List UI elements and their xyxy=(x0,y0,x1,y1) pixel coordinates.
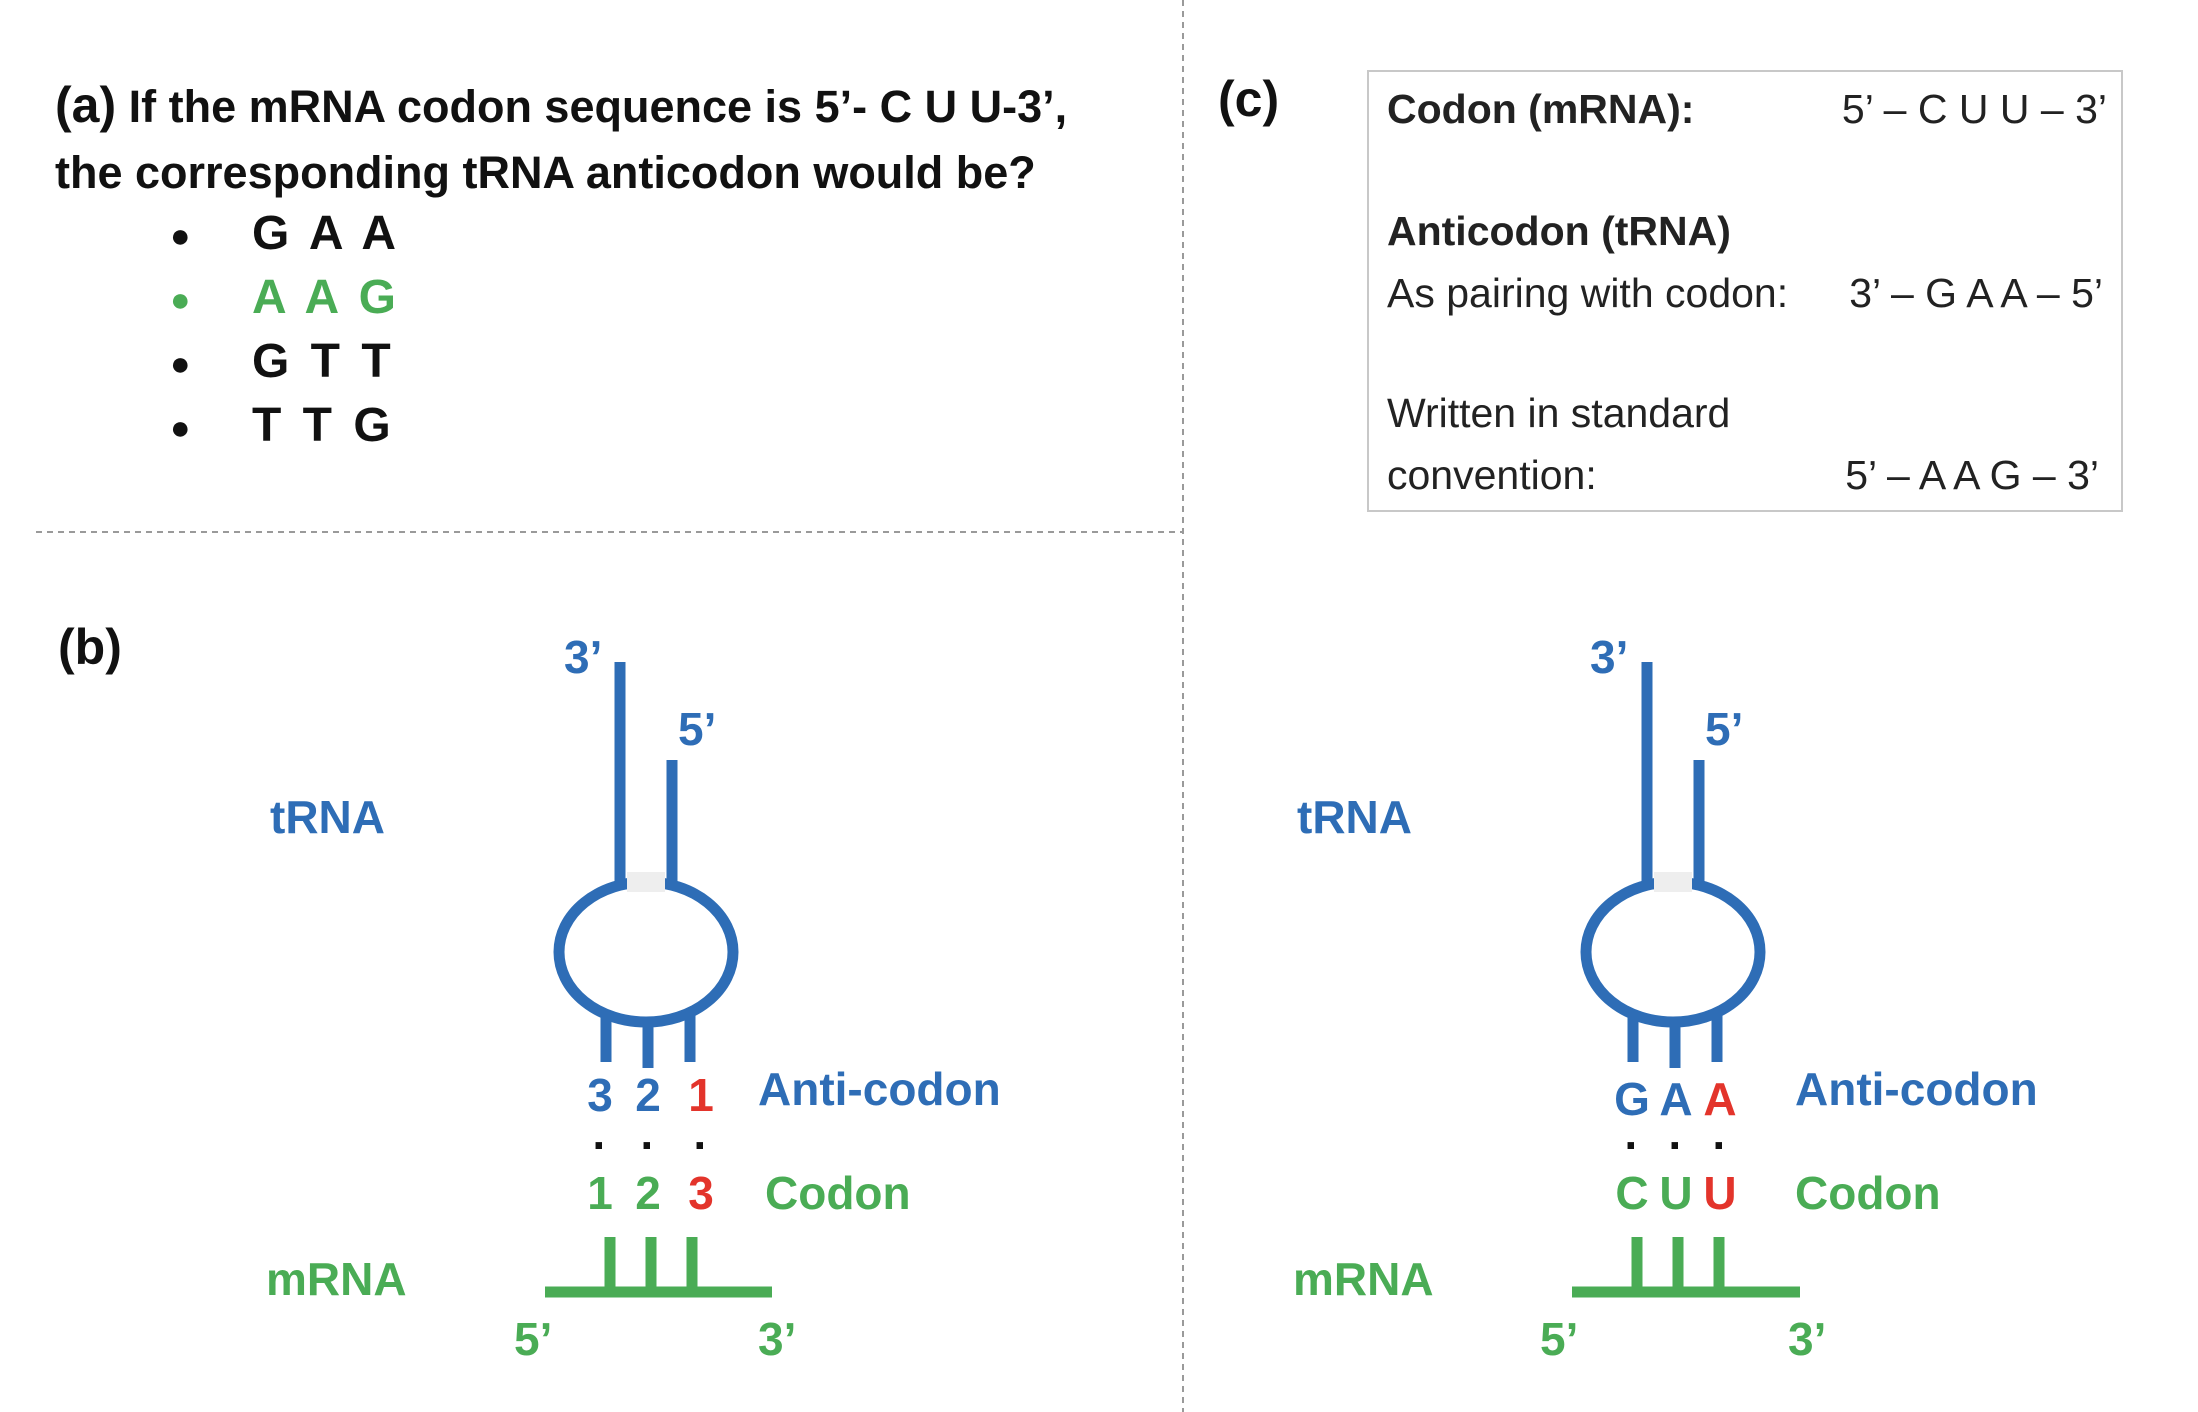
bullet-icon: ● xyxy=(170,408,195,447)
question-line-1: If the mRNA codon sequence is 5’- C U U-… xyxy=(128,81,1068,132)
trna-label-left: tRNA xyxy=(270,791,385,843)
option-text: G A A xyxy=(252,207,400,260)
pairing-label: As pairing with codon: xyxy=(1387,270,1789,316)
pairing-dot: · xyxy=(1668,1119,1684,1171)
anticodon-label-right: Anti-codon xyxy=(1795,1063,2038,1115)
trna-3prime-left: 3’ xyxy=(564,631,603,683)
panel-b-label: (b) xyxy=(58,619,122,675)
anticodon-base-1: G xyxy=(1614,1073,1650,1125)
pairing-dot: · xyxy=(693,1119,709,1171)
option-1: ● G A A xyxy=(170,206,400,261)
option-text: T T G xyxy=(252,399,395,452)
trna-5prime-left: 5’ xyxy=(678,703,717,755)
panel-c-label: (c) xyxy=(1218,71,1280,127)
standard-label-line-1: Written in standard xyxy=(1387,390,1731,436)
bullet-icon: ● xyxy=(170,280,195,319)
anticodon-heading: Anticodon (tRNA) xyxy=(1387,208,1731,254)
codon-label-left: Codon xyxy=(765,1167,911,1219)
codon-base-2: U xyxy=(1659,1167,1693,1219)
mrna-strand-left xyxy=(545,1237,772,1298)
mrna-5prime-right: 5’ xyxy=(1540,1313,1579,1365)
anticodon-label-left: Anti-codon xyxy=(758,1063,1001,1115)
codon-label-right: Codon xyxy=(1795,1167,1941,1219)
mrna-3prime-left: 3’ xyxy=(758,1313,797,1365)
anticodon-base-2: 2 xyxy=(635,1069,661,1121)
trna-gap-left xyxy=(627,872,665,892)
option-text: A A G xyxy=(252,271,400,324)
anticodon-base-1: 3 xyxy=(587,1069,613,1121)
question-line-2: the corresponding tRNA anticodon would b… xyxy=(55,147,1036,198)
codon-heading: Codon (mRNA): xyxy=(1387,86,1695,132)
option-4: ● T T G xyxy=(170,398,395,453)
mrna-label-right: mRNA xyxy=(1293,1253,1434,1305)
trna-label-right: tRNA xyxy=(1297,791,1412,843)
option-3: ● G T T xyxy=(170,334,395,389)
codon-value: 5’ – C U U – 3’ xyxy=(1841,86,2107,132)
standard-value: 5’ – A A G – 3’ xyxy=(1845,452,2099,498)
codon-base-2: 2 xyxy=(635,1167,661,1219)
pairing-dot: · xyxy=(640,1119,656,1171)
pairing-value: 3’ – G A A – 5’ xyxy=(1849,270,2103,316)
codon-base-1: 1 xyxy=(587,1167,613,1219)
option-2-correct: ● A A G xyxy=(170,270,400,325)
summary-box: Codon (mRNA): 5’ – C U U – 3’ Anticodon … xyxy=(1367,70,2123,512)
anticodon-base-2: A xyxy=(1659,1073,1693,1125)
codon-base-3: U xyxy=(1703,1167,1737,1219)
pairing-dot: · xyxy=(592,1119,608,1171)
panel-a-label: (a) xyxy=(55,77,117,133)
mrna-3prime-right: 3’ xyxy=(1788,1313,1827,1365)
trna-gap-right xyxy=(1654,872,1692,892)
question-text: (a) If the mRNA codon sequence is 5’- C … xyxy=(55,72,1067,206)
codon-base-1: C xyxy=(1615,1167,1649,1219)
pairing-dot: · xyxy=(1624,1119,1640,1171)
codon-base-3: 3 xyxy=(688,1167,714,1219)
standard-label-line-2: convention: xyxy=(1387,452,1597,498)
bullet-icon: ● xyxy=(170,344,195,383)
mrna-strand-right xyxy=(1572,1237,1800,1298)
pairing-dot: · xyxy=(1712,1119,1728,1171)
mrna-label-left: mRNA xyxy=(266,1253,407,1305)
anticodon-base-3: 1 xyxy=(688,1069,714,1121)
option-text: G T T xyxy=(252,335,395,388)
mrna-5prime-left: 5’ xyxy=(514,1313,553,1365)
trna-3prime-right: 3’ xyxy=(1590,631,1629,683)
trna-5prime-right: 5’ xyxy=(1705,703,1744,755)
anticodon-base-3: A xyxy=(1703,1073,1737,1125)
bullet-icon: ● xyxy=(170,216,195,255)
